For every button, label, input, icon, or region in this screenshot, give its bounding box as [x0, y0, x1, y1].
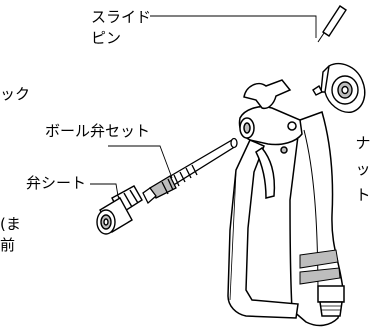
left-partial-label-2: (ま [0, 215, 21, 233]
slide-pin [317, 5, 347, 43]
valve-seat-leader [90, 183, 119, 197]
ball-valve-set-leader [108, 145, 173, 179]
left-partial-label-1: ック [0, 85, 31, 103]
nut-label-char-3: ト [355, 186, 371, 204]
gun-body [227, 79, 345, 327]
nut-label-char-1: ナ [355, 134, 371, 152]
ball-valve-set-part [142, 137, 238, 205]
slide-pin-label-line2: ピン [91, 29, 122, 47]
valve-seat-part [96, 185, 143, 235]
leader-lines [90, 15, 317, 197]
valve-seat-label: 弁シート [26, 174, 87, 192]
ball-valve-set-label: ボール弁セット [45, 122, 151, 140]
slide-pin-label-line1: スライド [91, 8, 152, 26]
slide-pin-leader [150, 15, 317, 38]
nut-label-char-2: ッ [355, 160, 371, 178]
left-partial-label-3: 前 [0, 236, 16, 254]
nut-part [312, 62, 366, 113]
